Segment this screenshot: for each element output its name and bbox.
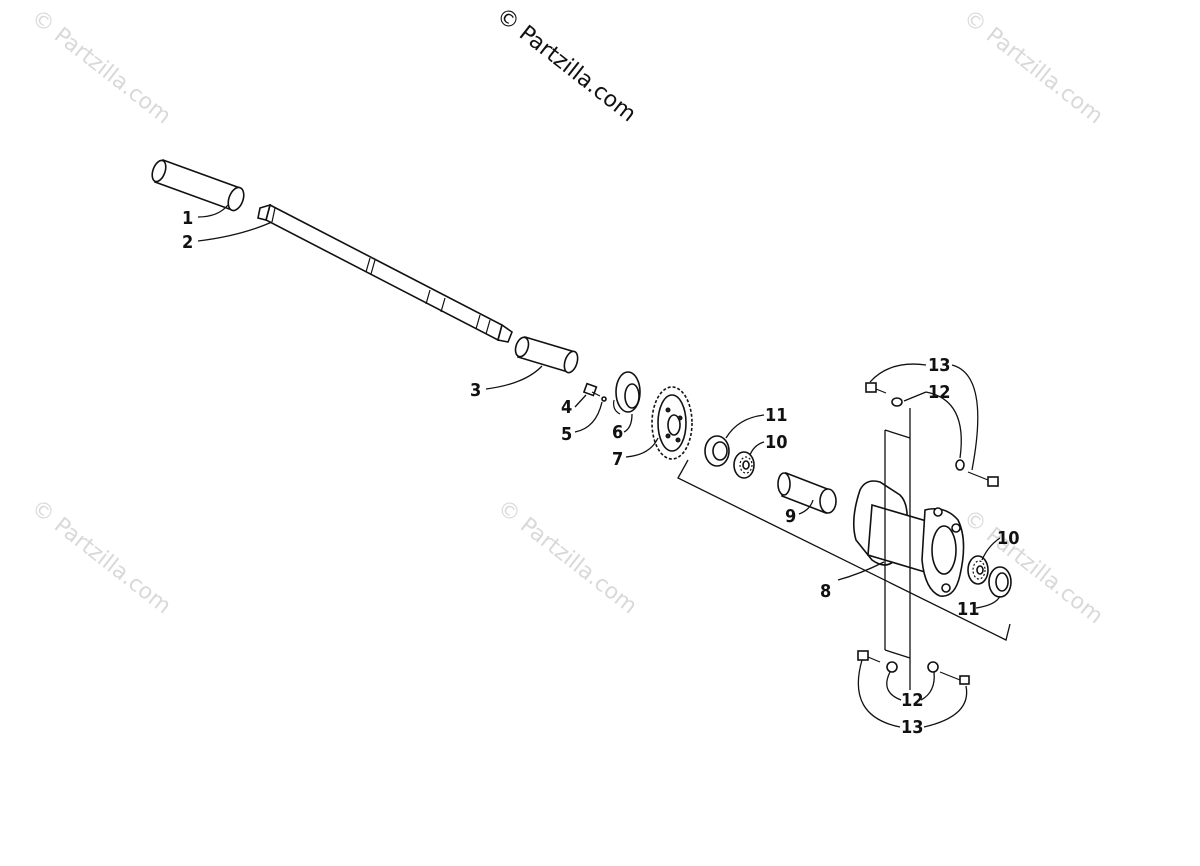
callout-13-lower: 13 (901, 717, 924, 738)
watermark-top-left: © Partzilla.com (26, 5, 175, 129)
callout-12-upper: 12 (928, 382, 951, 403)
callout-11-lower: 11 (957, 599, 980, 620)
assembly-bracket-8 (677, 408, 1011, 690)
callout-3: 3 (470, 380, 481, 401)
part-5-pin (601, 396, 607, 402)
part-7-sprocket (651, 386, 693, 460)
watermark-mid-center: © Partzilla.com (492, 495, 641, 619)
callout-11-upper: 11 (765, 405, 788, 426)
callout-8: 8 (820, 581, 831, 602)
part-13-bolt-lower-right (939, 671, 970, 685)
part-13-bolt-upper-left (865, 382, 887, 394)
part-13-bolt-upper-right (967, 471, 999, 487)
part-12-washer-lower-right (927, 661, 939, 673)
part-13-bolt-lower-left (857, 650, 881, 663)
part-11-seal-lower (988, 566, 1012, 598)
part-12-washer-upper-right (955, 459, 965, 471)
part-12-washer-lower-left (886, 661, 898, 673)
watermark-mid-left: © Partzilla.com (26, 495, 175, 619)
part-1-sleeve (151, 158, 245, 212)
part-3-sleeve (514, 336, 579, 374)
callout-5: 5 (561, 424, 572, 445)
callout-1: 1 (182, 208, 193, 229)
part-4-bolt (582, 382, 601, 397)
callout-4: 4 (561, 397, 572, 418)
part-10-bearing-upper (733, 451, 755, 479)
part-8-housing (852, 480, 965, 597)
part-11-seal-upper (704, 435, 730, 467)
leader-lines (197, 204, 1001, 728)
callout-13-upper: 13 (928, 355, 951, 376)
callout-7: 7 (612, 449, 623, 470)
part-2-axle (257, 203, 513, 343)
watermark-top-right: © Partzilla.com (958, 5, 1107, 129)
callout-9: 9 (785, 506, 796, 527)
callout-12-lower: 12 (901, 690, 924, 711)
part-6-hub (613, 371, 641, 415)
callout-6: 6 (612, 422, 623, 443)
part-12-washer-upper-left (891, 397, 903, 407)
part-10-bearing-lower (967, 555, 989, 585)
part-9-spacer (777, 471, 837, 515)
callout-10-upper: 10 (765, 432, 788, 453)
watermark-main: © Partzilla.com (491, 3, 640, 127)
callout-10-lower: 10 (997, 528, 1020, 549)
callout-2: 2 (182, 232, 193, 253)
